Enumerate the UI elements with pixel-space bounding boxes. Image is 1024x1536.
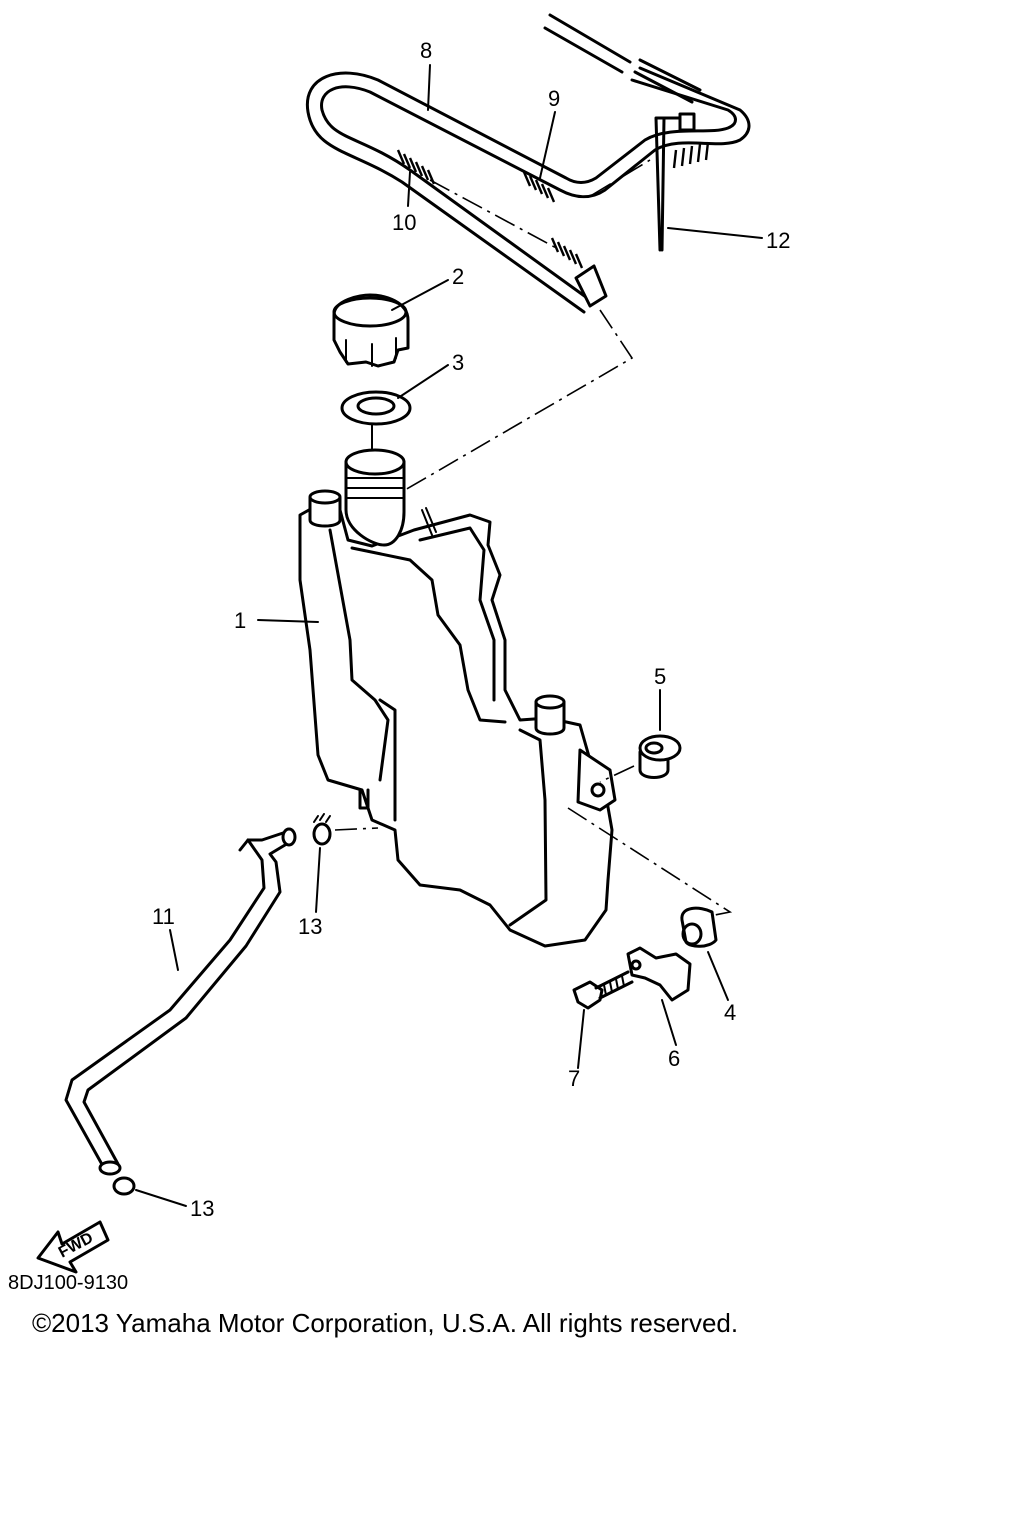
fwd-arrow-icon: FWD (36, 1220, 110, 1274)
callout-12: 12 (766, 228, 790, 253)
callout-6: 6 (668, 1046, 680, 1071)
callout-4: 4 (724, 1000, 736, 1025)
filler-cap (332, 293, 410, 368)
callout-11: 11 (152, 904, 175, 929)
breather-hose (305, 13, 751, 491)
callout-10: 10 (392, 210, 416, 235)
copyright-notice: ©2013 Yamaha Motor Corporation, U.S.A. A… (32, 1308, 739, 1338)
callout-numbers: 1 2 3 4 5 6 7 8 9 10 11 12 13 13 (152, 38, 790, 1221)
callout-5: 5 (654, 664, 666, 689)
callout-1: 1 (234, 608, 246, 633)
cap-gasket (340, 390, 412, 453)
diagram-code: 8DJ100-9130 (8, 1272, 129, 1294)
leader-lines (135, 64, 763, 1207)
overflow-hose (64, 827, 297, 1176)
callout-13-lower: 13 (190, 1196, 214, 1221)
hose-clamp-lower (112, 1176, 136, 1196)
callout-2: 2 (452, 264, 464, 289)
reservoir-tank (298, 448, 733, 948)
bracket (626, 946, 692, 1002)
hose-clamp-upper (312, 813, 332, 846)
damper (638, 734, 682, 779)
callout-8: 8 (420, 38, 432, 63)
callout-3: 3 (452, 350, 464, 375)
bolt (572, 970, 634, 1010)
callout-9: 9 (548, 86, 560, 111)
callout-7: 7 (568, 1066, 580, 1091)
callout-13-upper: 13 (298, 914, 322, 939)
grommet (680, 906, 718, 948)
